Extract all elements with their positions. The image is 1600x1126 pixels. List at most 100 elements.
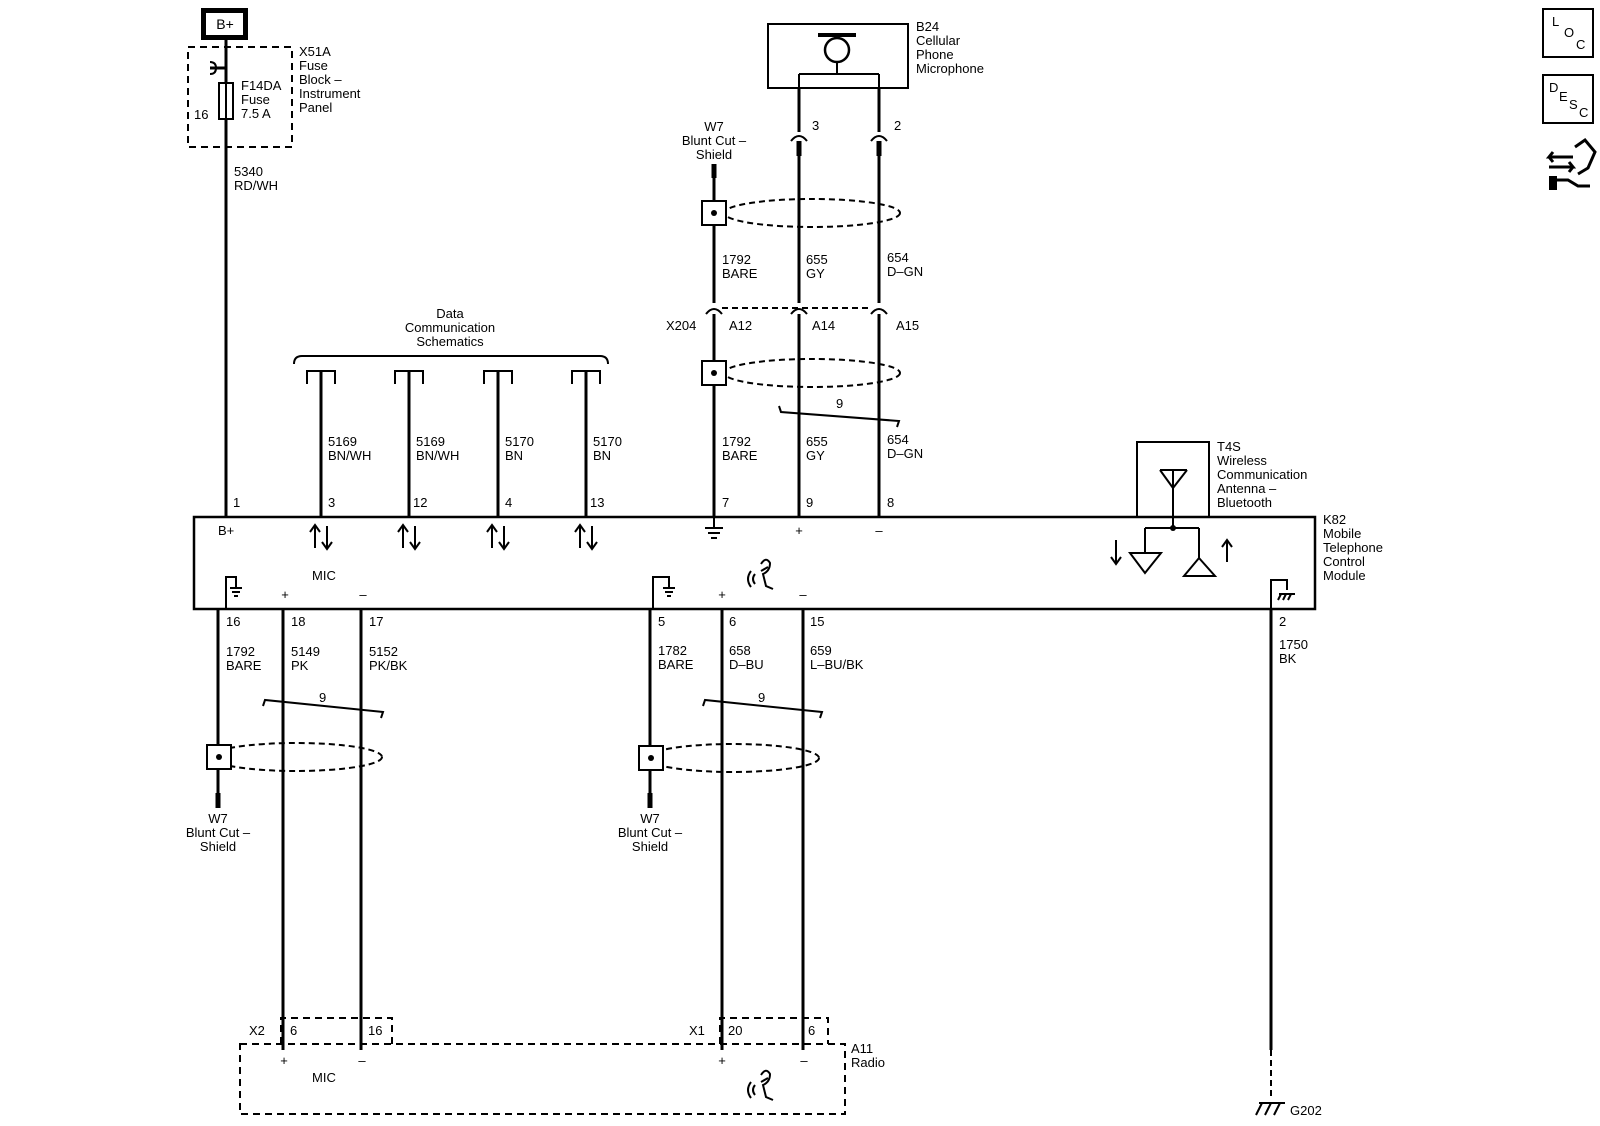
data-4-color: BN xyxy=(593,448,611,463)
data-comm-line-3: Schematics xyxy=(416,334,484,349)
audio-drain-color: BARE xyxy=(658,657,694,672)
cellular-phone-microphone: B24 Cellular Phone Microphone xyxy=(767,19,984,89)
mic-drain-lower-color: BARE xyxy=(722,448,758,463)
microphone-name-1: Cellular xyxy=(916,33,961,48)
module-mic-plus: + xyxy=(795,523,803,538)
data-4-pin: 13 xyxy=(590,495,604,510)
audio-pos-circuit: 658 xyxy=(729,643,751,658)
module-ref: K82 xyxy=(1323,512,1346,527)
mic-pos-pin: 9 xyxy=(806,495,813,510)
microphone-pin-a: 3 xyxy=(812,118,819,133)
x204-pin-a14: A14 xyxy=(812,318,835,333)
shield-left-line-2: Shield xyxy=(200,839,236,854)
radio-pin-left-2: 16 xyxy=(368,1023,382,1038)
radio-audio-plus: + xyxy=(718,1053,726,1068)
ground-symbol-mid-icon xyxy=(652,576,675,609)
radio-pin-left-1: 6 xyxy=(290,1023,297,1038)
data-communication-bracket[interactable]: Data Communication Schematics xyxy=(293,306,609,384)
ground-circuit: 1750 xyxy=(1279,637,1308,652)
audio-drain-pin: 5 xyxy=(658,614,665,629)
module-mic-minus: – xyxy=(875,523,883,538)
power-circuit: 5340 xyxy=(234,164,263,179)
radio-pin-right-2: 6 xyxy=(808,1023,815,1038)
radio-mic-minus: – xyxy=(358,1053,366,1068)
data-1-circuit: 5169 xyxy=(328,434,357,449)
shield-left-line-1: Blunt Cut – xyxy=(186,825,251,840)
data-2-pin: 12 xyxy=(413,495,427,510)
module-name-1: Mobile xyxy=(1323,526,1361,541)
fuse-block-pin: 16 xyxy=(194,107,208,122)
mic-pos-upper-color: GY xyxy=(806,266,825,281)
shield-top-line-2: Shield xyxy=(696,147,732,162)
mobile-telephone-control-module: K82 Mobile Telephone Control Module B+ +… xyxy=(192,512,1383,611)
radio-conn-right: X1 xyxy=(689,1023,705,1038)
battery-source: B+ xyxy=(201,8,248,40)
fuse-name: Fuse xyxy=(241,92,270,107)
audio-neg-pin: 15 xyxy=(810,614,824,629)
shield-mid-ref: W7 xyxy=(640,811,660,826)
radio-module: X2 6 16 X1 20 6 + – + – MIC A11 Radio xyxy=(239,1017,885,1115)
mic-drain-upper-color: BARE xyxy=(722,266,758,281)
fuse-block-name-1: Fuse xyxy=(299,58,328,73)
fuse-block-name-3: Instrument xyxy=(299,86,361,101)
data-1-color: BN/WH xyxy=(328,448,371,463)
bluetooth-antenna: T4S Wireless Communication Antenna – Blu… xyxy=(1136,439,1307,528)
audio-pos-pin: 6 xyxy=(729,614,736,629)
fuse-ref: F14DA xyxy=(241,78,282,93)
microphone-name-3: Microphone xyxy=(916,61,984,76)
fuse-block-name-2: Block – xyxy=(299,72,342,87)
module-radio-mic-plus: + xyxy=(281,587,289,602)
desc-letter-2: E xyxy=(1559,89,1568,104)
radio-mic-label: MIC xyxy=(312,1070,336,1085)
speaker-voice-icon xyxy=(747,558,774,590)
mic-drain-upper-circuit: 1792 xyxy=(722,252,751,267)
antenna-name-2: Communication xyxy=(1217,467,1307,482)
data-3-pin: 4 xyxy=(505,495,512,510)
radio-mic-pos-pin: 18 xyxy=(291,614,305,629)
mic-neg-pin: 8 xyxy=(887,495,894,510)
battery-label: B+ xyxy=(216,16,234,32)
module-batt-label: B+ xyxy=(218,523,234,538)
data-1-pin: 3 xyxy=(328,495,335,510)
ground-color: BK xyxy=(1279,651,1297,666)
radio-mic-drain-circuit: 1792 xyxy=(226,644,255,659)
connector-end-view-icon[interactable]: connector-end-view-icon xyxy=(1545,137,1597,190)
desc-letter-4: C xyxy=(1579,105,1588,120)
description-view-icon[interactable]: D E S C xyxy=(1542,74,1594,124)
shield-top-ref: W7 xyxy=(704,119,724,134)
x204-pin-a12: A12 xyxy=(729,318,752,333)
mic-neg-lower-color: D–GN xyxy=(887,446,923,461)
microphone-pin-b: 2 xyxy=(894,118,901,133)
x204-pin-a15: A15 xyxy=(896,318,919,333)
radio-speaker-voice-icon xyxy=(747,1069,774,1101)
shield-mid-line-2: Shield xyxy=(632,839,668,854)
microphone-ref: B24 xyxy=(916,19,939,34)
mic-drain-lower-circuit: 1792 xyxy=(722,434,751,449)
power-pin: 1 xyxy=(233,495,240,510)
mic-neg-upper-circuit: 654 xyxy=(887,250,909,265)
audio-neg-color: L–BU/BK xyxy=(810,657,864,672)
data-2-color: BN/WH xyxy=(416,448,459,463)
data-comm-line-1: Data xyxy=(436,306,464,321)
radio-mic-pos-circuit: 5149 xyxy=(291,644,320,659)
module-mic-label: MIC xyxy=(312,568,336,583)
radio-audio-minus: – xyxy=(800,1053,808,1068)
twist-label-upper: 9 xyxy=(836,396,843,411)
bidirectional-arrows-icon xyxy=(309,523,598,551)
fuse-block: X51A Fuse Block – Instrument Panel 16 F1… xyxy=(187,40,361,148)
radio-name: Radio xyxy=(851,1055,885,1070)
module-audio-minus: – xyxy=(799,587,807,602)
mic-neg-lower-circuit: 654 xyxy=(887,432,909,447)
fuse-block-ref: X51A xyxy=(299,44,331,59)
radio-conn-left: X2 xyxy=(249,1023,265,1038)
shield-left-ref: W7 xyxy=(208,811,228,826)
radio-mic-drain-pin: 16 xyxy=(226,614,240,629)
chassis-ground-icon xyxy=(705,517,723,539)
module-name-4: Module xyxy=(1323,568,1366,583)
module-name-2: Telephone xyxy=(1323,540,1383,555)
location-view-icon[interactable]: L O C xyxy=(1542,8,1594,58)
mic-pos-lower-circuit: 655 xyxy=(806,434,828,449)
shield-top-line-1: Blunt Cut – xyxy=(682,133,747,148)
chassis-ground-g202-icon xyxy=(1255,1102,1285,1116)
